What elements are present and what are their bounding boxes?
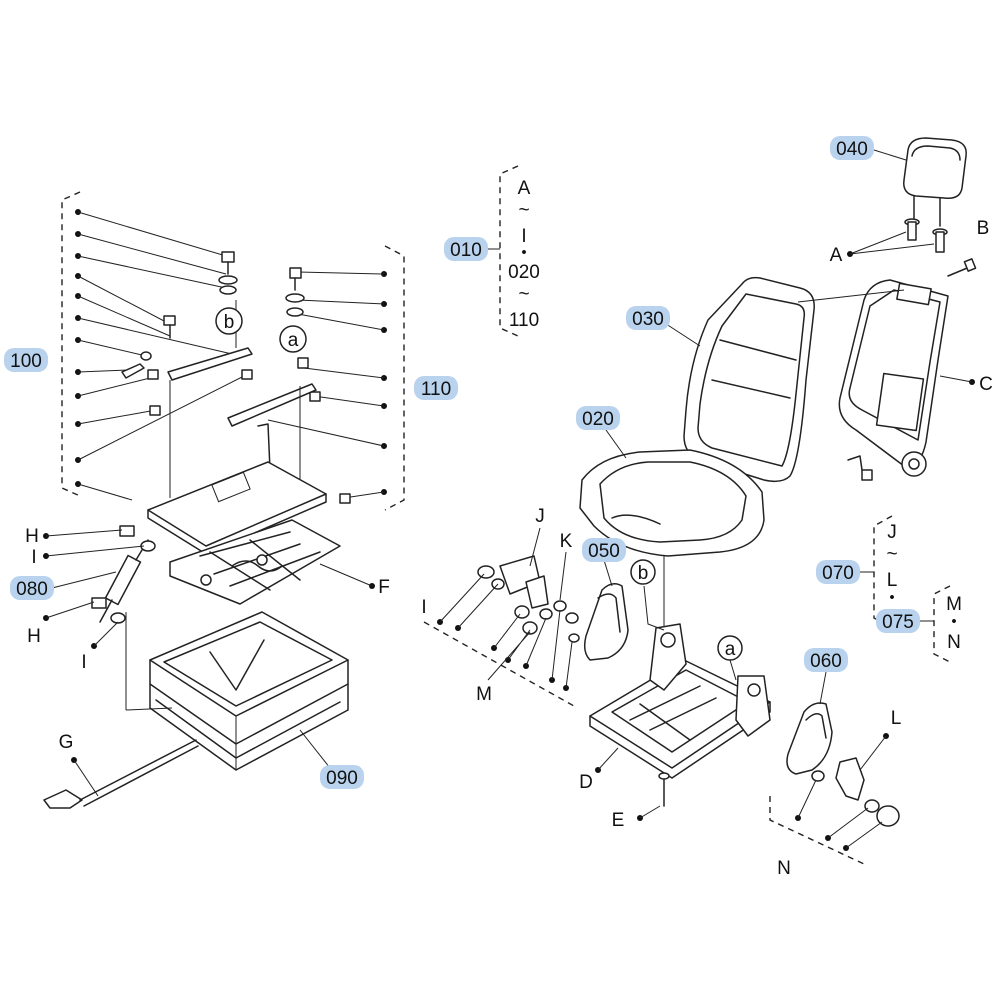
callout-030: 030 (632, 309, 664, 330)
slide-rail-right (227, 383, 317, 427)
range-075-text: M ・ N (944, 594, 963, 653)
label-f: F (378, 577, 390, 598)
bracket-100 (61, 191, 81, 497)
backrest-frame (838, 279, 975, 481)
label-g: G (59, 732, 74, 753)
svg-text:A: A (518, 178, 531, 199)
label-h-top: H (25, 526, 39, 547)
bracket-110 (384, 245, 405, 511)
svg-text:J: J (887, 522, 897, 543)
right-assembly (423, 137, 977, 865)
lever-l-knob (795, 733, 900, 851)
letter-labels: A B C D E F G H I H I J K I M L N (25, 218, 993, 879)
leader-dots-110 (267, 271, 387, 499)
label-j: J (535, 506, 545, 527)
shock-absorber (99, 539, 149, 623)
svg-text:L: L (887, 570, 898, 591)
svg-text:020: 020 (508, 262, 540, 283)
fasteners-h-i (43, 525, 156, 649)
bolt-group-right (285, 267, 351, 504)
seat-base-tray (149, 611, 349, 771)
callout-075: 075 (882, 612, 914, 633)
label-c: C (979, 374, 993, 395)
svg-text:~: ~ (518, 200, 529, 221)
callout-080: 080 (16, 579, 48, 600)
svg-text:~: ~ (886, 544, 897, 565)
seat-frame (589, 623, 771, 821)
seat-belt-hardware (477, 527, 580, 643)
label-e: E (612, 810, 625, 831)
svg-text:M: M (946, 594, 962, 615)
side-cover-060 (786, 671, 833, 775)
svg-text:110: 110 (509, 310, 539, 331)
label-i-mid: I (421, 597, 426, 618)
circle-ref-a-left: a (279, 325, 307, 353)
backrest-cushion (659, 276, 905, 483)
svg-text:・: ・ (882, 588, 901, 609)
callouts: 040 010 030 100 110 020 050 070 080 075 … (4, 136, 920, 789)
label-h-bottom: H (27, 626, 41, 647)
svg-text:N: N (947, 632, 961, 653)
range-070-text: J ~ L ・ (882, 522, 901, 609)
svg-text:b: b (638, 563, 649, 584)
callout-020: 020 (582, 409, 614, 430)
leader-dots-100 (75, 209, 245, 501)
range-010-text: A ~ I ・ 020 ~ 110 (508, 178, 540, 331)
callout-100: 100 (10, 351, 42, 372)
label-n: N (777, 858, 791, 879)
side-cover-050 (583, 559, 629, 661)
label-l: L (891, 708, 902, 729)
svg-text:a: a (288, 330, 299, 351)
adjust-lever (257, 423, 271, 471)
circle-ref-a-right: a (717, 635, 743, 661)
bracket-ln (769, 796, 865, 865)
callout-010: 010 (450, 240, 482, 261)
slide-rail-left (167, 347, 253, 381)
callout-060: 060 (810, 651, 842, 672)
label-k: K (560, 531, 573, 552)
screw-b (947, 258, 977, 277)
svg-text:I: I (521, 226, 526, 247)
seat-lever-g (43, 739, 199, 809)
label-i-top: I (31, 547, 36, 568)
svg-text:b: b (224, 312, 235, 333)
callout-090: 090 (326, 768, 358, 789)
svg-text:~: ~ (518, 284, 529, 305)
label-m: M (476, 684, 492, 705)
callout-050: 050 (588, 541, 620, 562)
svg-text:a: a (725, 639, 736, 660)
bracket-075 (933, 585, 951, 663)
callout-040: 040 (836, 139, 868, 160)
suspension-mechanism (169, 519, 341, 605)
headrest (873, 137, 967, 227)
svg-text:・: ・ (514, 243, 533, 264)
seat-cushion (579, 429, 765, 640)
svg-text:・: ・ (944, 612, 963, 633)
left-assembly (43, 191, 405, 809)
bracket-im (423, 621, 575, 707)
label-a-upper: A (830, 245, 843, 266)
circle-ref-b-left: b (215, 307, 243, 335)
label-b-upper: B (977, 218, 990, 239)
headrest-guides-a (847, 218, 948, 257)
callout-110: 110 (421, 379, 451, 400)
circle-ref-b-right: b (630, 559, 656, 585)
label-i-bottom: I (81, 652, 86, 673)
callout-070: 070 (822, 563, 854, 584)
bolt-group-left (121, 251, 253, 416)
label-d: D (579, 772, 593, 793)
leader-dots-im (437, 573, 573, 691)
